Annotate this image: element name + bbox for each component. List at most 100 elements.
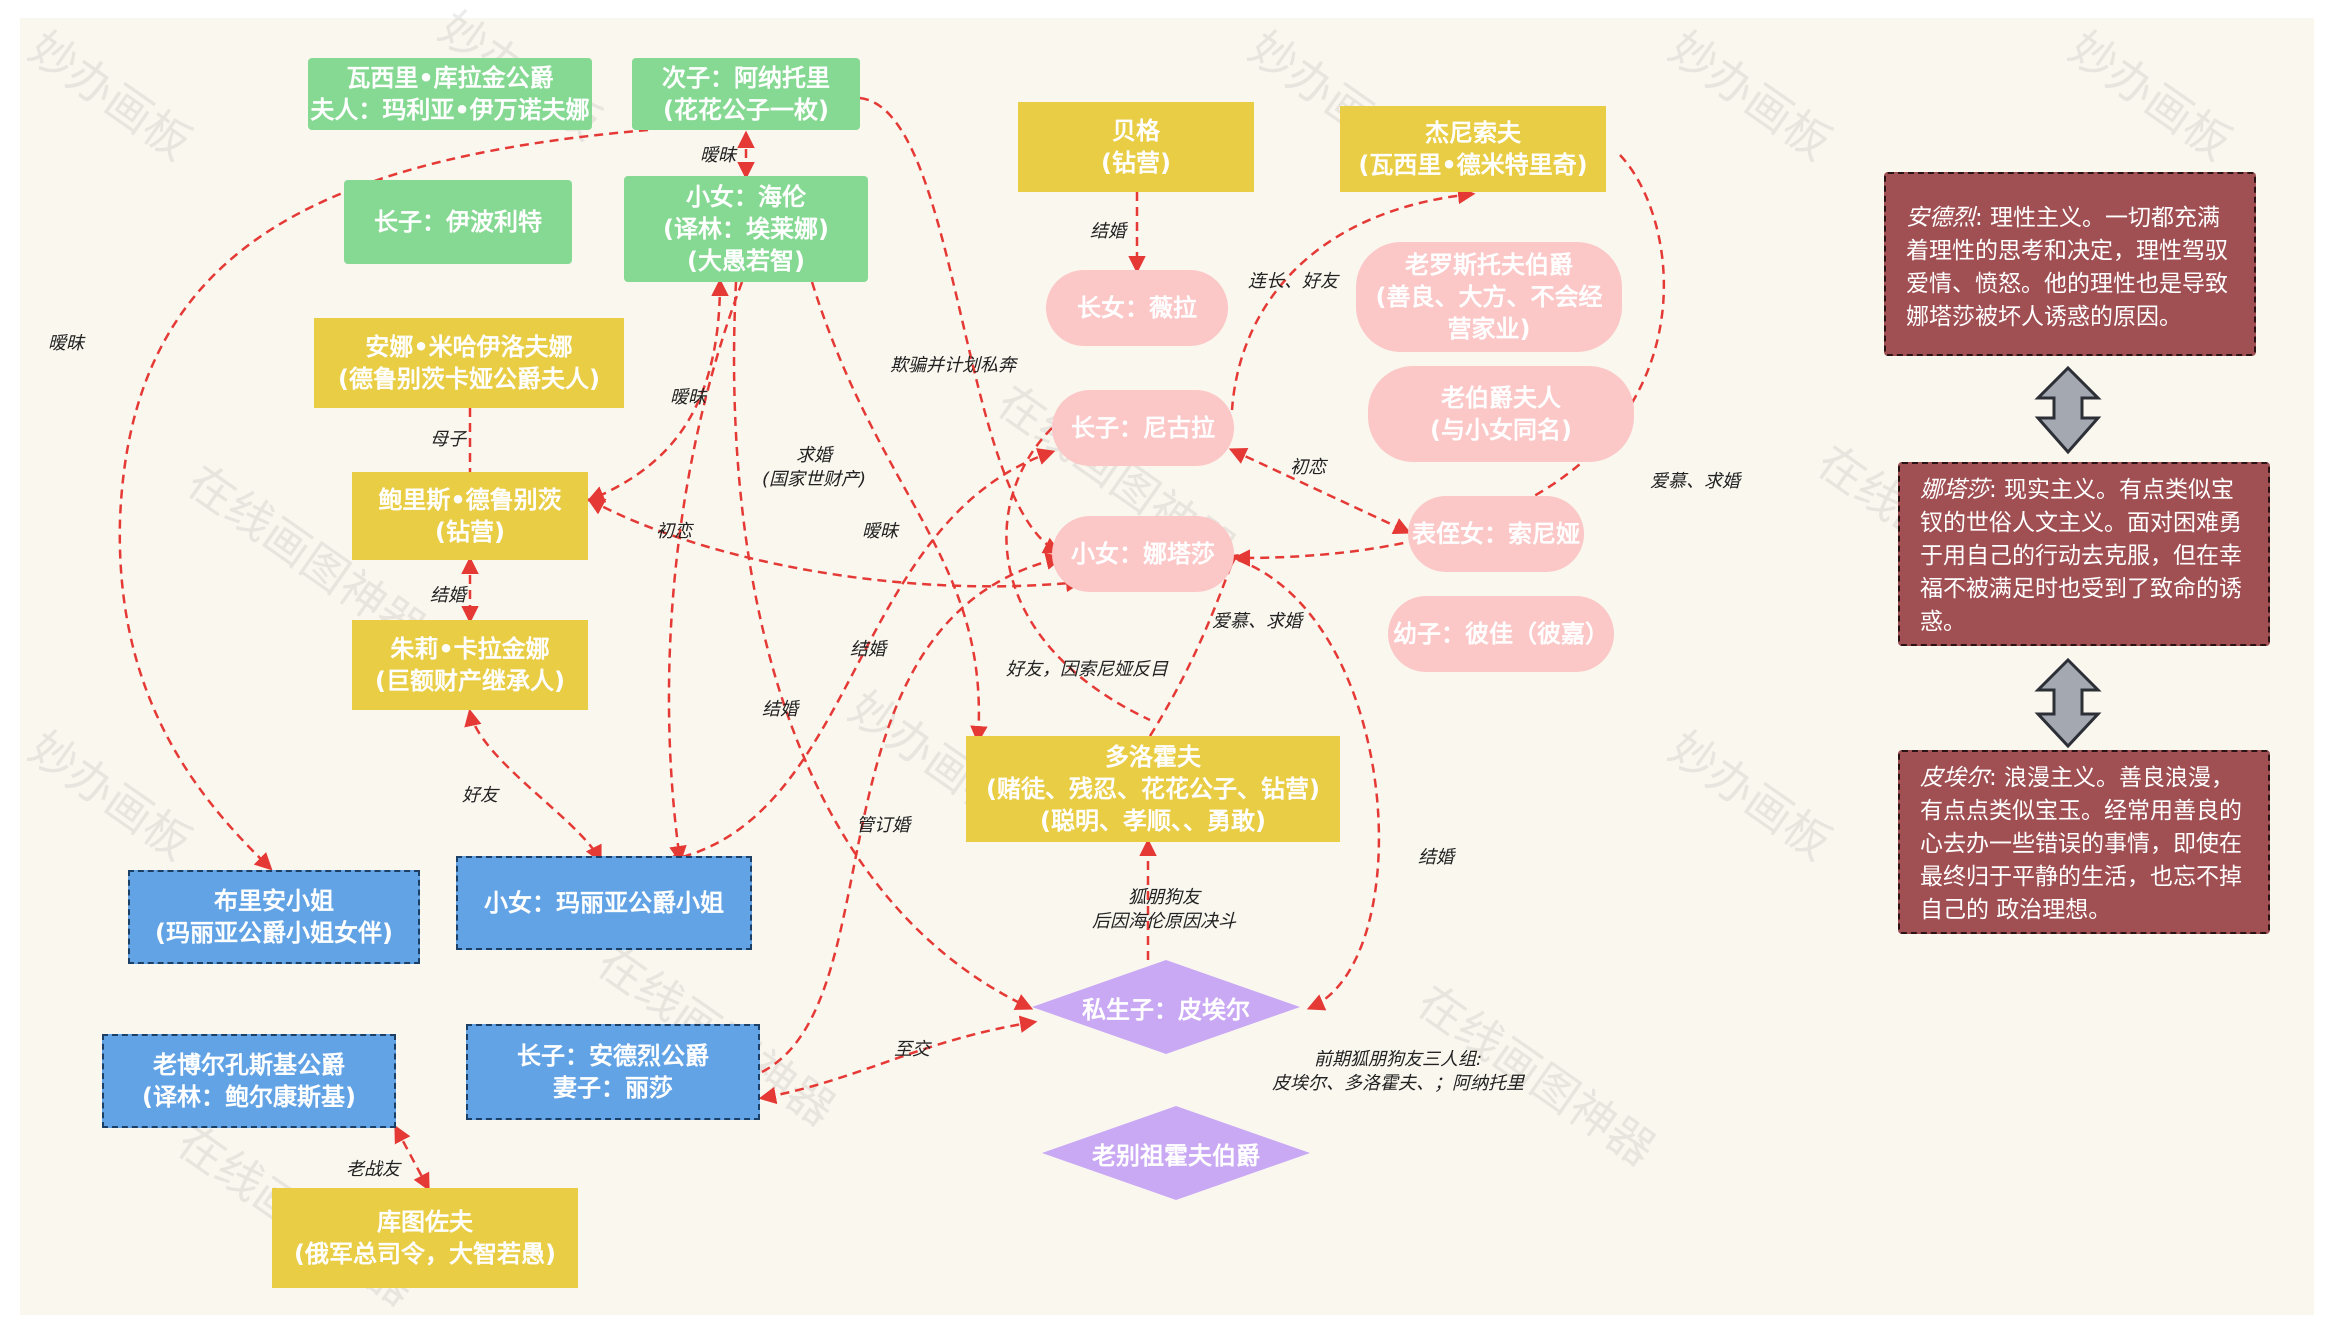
node-line: 安娜•米哈伊洛夫娜 bbox=[365, 333, 573, 361]
node-berg[interactable]: 贝格 (钻营) bbox=[1018, 102, 1254, 192]
node-line: 小女：娜塔莎 bbox=[1071, 540, 1215, 568]
node-line: (德鲁别茨卡娅公爵夫人) bbox=[338, 365, 600, 393]
node-marya[interactable]: 小女：玛丽亚公爵小姐 bbox=[456, 856, 752, 950]
edge-label: 爱慕、求婚 bbox=[1212, 611, 1302, 632]
node-anatole[interactable]: 次子：阿纳托里 (花花公子一枚) bbox=[632, 58, 860, 130]
edge-label-line: (国家世财产) bbox=[762, 469, 867, 490]
note-line: : 现实主义。有点类似宝 bbox=[1989, 477, 2235, 503]
edge-label-line: 前期狐朋狗友三人组: bbox=[1313, 1049, 1483, 1070]
node-line: 妻子：丽莎 bbox=[553, 1074, 673, 1102]
node-line: 幼子：彼佳（彼嘉） bbox=[1393, 620, 1609, 648]
node-line: 长子：尼古拉 bbox=[1071, 414, 1215, 442]
node-line: 小女：玛丽亚公爵小姐 bbox=[484, 889, 724, 917]
edge-label: 求婚 (国家世财产) bbox=[762, 444, 866, 492]
node-sonya[interactable]: 表侄女：索尼娅 bbox=[1408, 496, 1584, 572]
edge-label-line: 求婚 bbox=[796, 445, 833, 466]
note-natasha: 娜塔莎: 现实主义。有点类似宝 钗的世俗人文主义。面对困难勇 于用自己的行动去克… bbox=[1898, 462, 2270, 646]
node-line: 布里安小姐 bbox=[214, 887, 334, 915]
node-denisov[interactable]: 杰尼索夫 (瓦西里•德米特里奇) bbox=[1340, 106, 1606, 192]
node-line: 老罗斯托夫伯爵 bbox=[1405, 251, 1573, 279]
node-julie[interactable]: 朱莉•卡拉金娜 (巨额财产继承人) bbox=[352, 620, 588, 710]
edge-label: 结婚 bbox=[430, 585, 466, 606]
node-line: 小女：海伦 bbox=[686, 183, 806, 211]
edge-label: 管订婚 bbox=[856, 815, 910, 836]
node-line: (译林：鲍尔康斯基) bbox=[142, 1083, 356, 1111]
edge-helen-pierre bbox=[810, 281, 988, 744]
note-line: 于用自己的行动去克服，但在幸 bbox=[1920, 543, 2242, 569]
node-line: (瓦西里•德米特里奇) bbox=[1358, 151, 1588, 179]
node-petya[interactable]: 幼子：彼佳（彼嘉） bbox=[1388, 596, 1614, 672]
node-pierre[interactable]: 私生子：皮埃尔 bbox=[1030, 958, 1302, 1056]
node-line: (花花公子一枚) bbox=[663, 96, 829, 124]
node-line: (玛丽亚公爵小姐女伴) bbox=[155, 919, 393, 947]
node-line: 朱莉•卡拉金娜 bbox=[390, 635, 550, 663]
edge-label: 至交 bbox=[894, 1039, 930, 1060]
note-name: 安德烈 bbox=[1906, 205, 1975, 231]
node-line: (巨额财产继承人) bbox=[375, 667, 565, 695]
edge-label: 连长、好友 bbox=[1248, 271, 1338, 292]
node-line: 老博尔孔斯基公爵 bbox=[153, 1051, 345, 1079]
node-line: 长女：薇拉 bbox=[1077, 294, 1197, 322]
note-line: 福不被满足时也受到了致命的诱 bbox=[1920, 576, 2242, 602]
note-line: 有点点类似宝玉。经常用善良的 bbox=[1920, 798, 2242, 824]
node-line: 鲍里斯•德鲁别茨 bbox=[378, 486, 562, 514]
node-line: 老伯爵夫人 bbox=[1441, 384, 1561, 412]
edge-label: 好友，因索尼娅反目 bbox=[1006, 659, 1168, 680]
note-line: : 理性主义。一切都充满 bbox=[1975, 205, 2221, 231]
node-dolokhov[interactable]: 多洛霍夫 (赌徒、残忍、花花公子、钻营) (聪明、孝顺、、勇敢) bbox=[966, 736, 1340, 842]
node-andrei[interactable]: 长子：安德烈公爵 妻子：丽莎 bbox=[466, 1024, 760, 1120]
note-line: 爱情、愤怒。他的理性也是导致 bbox=[1906, 271, 2228, 297]
edge-julie-marya bbox=[464, 708, 602, 864]
node-line: 长子：伊波利特 bbox=[374, 208, 542, 236]
node-old-bolkonsky[interactable]: 老博尔孔斯基公爵 (译林：鲍尔康斯基) bbox=[102, 1034, 396, 1128]
note-line: 自己的 政治理想。 bbox=[1920, 897, 2112, 923]
node-line: 杰尼索夫 bbox=[1425, 119, 1521, 147]
node-wasili[interactable]: 瓦西里•库拉金公爵 夫人：玛利亚•伊万诺夫娜 bbox=[308, 58, 592, 130]
edge-pierre-andrei bbox=[758, 1015, 1038, 1105]
node-line: (赌徒、残忍、花花公子、钻营) bbox=[986, 775, 1320, 803]
node-line: 贝格 bbox=[1112, 117, 1160, 145]
node-kutuzov[interactable]: 库图佐夫 (俄军总司令，大智若愚) bbox=[272, 1188, 578, 1288]
node-countess[interactable]: 老伯爵夫人 (与小女同名) bbox=[1368, 366, 1634, 462]
edge-label: 暧昧 bbox=[670, 387, 706, 408]
node-natasha[interactable]: 小女：娜塔莎 bbox=[1052, 516, 1234, 592]
node-vera[interactable]: 长女：薇拉 bbox=[1046, 270, 1228, 346]
node-line: (俄军总司令，大智若愚) bbox=[294, 1240, 556, 1268]
note-line: 着理性的思考和决定，理性驾驭 bbox=[1906, 238, 2228, 264]
edge-andrei-natasha bbox=[761, 552, 1064, 1074]
edge-label: 爱慕、求婚 bbox=[1650, 471, 1740, 492]
note-name: 娜塔莎 bbox=[1920, 477, 1989, 503]
node-boris[interactable]: 鲍里斯•德鲁别茨 (钻营) bbox=[352, 472, 588, 560]
edge-label: 初恋 bbox=[1290, 457, 1326, 478]
edge-label: 结婚 bbox=[762, 699, 798, 720]
node-line: (译林：埃莱娜) bbox=[663, 215, 829, 243]
edge-helen-dolokhov bbox=[732, 281, 1034, 1010]
edge-helen-marya bbox=[667, 281, 744, 864]
node-helen[interactable]: 小女：海伦 (译林：埃莱娜) (大愚若智) bbox=[624, 176, 868, 282]
edge-label: 狐朋狗友 后因海伦原因决斗 bbox=[1092, 886, 1236, 934]
node-line: 营家业) bbox=[1447, 315, 1531, 343]
edge-nikolai-sonya bbox=[1228, 447, 1412, 535]
node-line: 表侄女：索尼娅 bbox=[1412, 520, 1580, 548]
node-ippolit[interactable]: 长子：伊波利特 bbox=[344, 180, 572, 264]
node-count-rostov[interactable]: 老罗斯托夫伯爵 (善良、大方、不会经 营家业) bbox=[1356, 242, 1622, 352]
edge-bolkonsky-kutuzov bbox=[394, 1124, 430, 1192]
note-line: 娜塔莎被坏人诱惑的原因。 bbox=[1906, 304, 2182, 330]
node-line: 次子：阿纳托里 bbox=[662, 64, 830, 92]
node-line: 多洛霍夫 bbox=[1105, 743, 1201, 771]
edge-label: 结婚 bbox=[850, 639, 886, 660]
node-line: (钻营) bbox=[1101, 149, 1171, 177]
node-nikolai[interactable]: 长子：尼古拉 bbox=[1052, 390, 1234, 466]
edge-label: 初恋 bbox=[656, 521, 692, 542]
edge-label: 老战友 bbox=[346, 1159, 400, 1180]
edge-nikolai-dolokhov bbox=[1005, 427, 1151, 722]
note-line: 最终归于平静的生活，也忘不掉 bbox=[1920, 864, 2242, 890]
edge-label: 暧昧 bbox=[700, 145, 736, 166]
node-line: 夫人：玛利亚•伊万诺夫娜 bbox=[310, 96, 590, 124]
edge-label-line: 狐朋狗友 bbox=[1128, 887, 1200, 908]
node-anna[interactable]: 安娜•米哈伊洛夫娜 (德鲁别茨卡娅公爵夫人) bbox=[314, 318, 624, 408]
node-old-bezukhov[interactable]: 老别祖霍夫伯爵 bbox=[1040, 1104, 1312, 1202]
edge-natasha-pierre bbox=[1237, 558, 1381, 1011]
node-bourienne[interactable]: 布里安小姐 (玛丽亚公爵小姐女伴) bbox=[128, 870, 420, 964]
